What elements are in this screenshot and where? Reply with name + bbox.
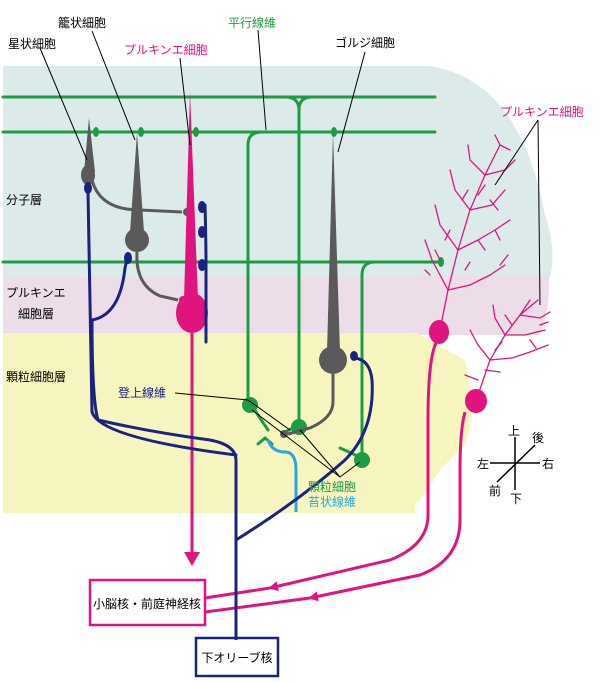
climbing-fiber-synapses [84,182,358,361]
label-purkinje-layer-line2: 細胞層 [18,307,54,321]
climbing-fiber-on-purkinje [203,203,208,344]
purkinje-side-axon-2-continue [204,596,311,614]
compass-labels: 上 後 左 右 前 下 [477,424,554,506]
pointer-golgi [337,51,366,153]
molecular-layer [3,66,415,278]
golgi-cell-dendrite [327,133,340,352]
purkinje-cell-layer [3,278,415,333]
compass-up: 上 [508,424,520,438]
pointer-purkinje-right-a [494,119,539,186]
purkinje-side-axons [204,342,467,614]
interneurons [81,118,347,438]
compass-diagonal [496,444,536,483]
climbing-fiber-purkinje-branch [90,318,238,652]
granule-axon-b-to-pf [260,95,301,112]
stellate-cell-body [81,165,95,185]
label-granular-layer: 顆粒細胞層 [6,369,66,384]
golgi-cell-body [319,346,347,374]
label-granule-cell: 顆粒細胞 [308,479,356,494]
compass-front: 前 [489,483,501,498]
compass-back: 後 [532,431,544,445]
pointer-climbing-fiber [174,392,291,431]
compass-right: 右 [542,456,554,471]
cerebellar-nuclei-rect [88,578,207,627]
purkinje-tree-lower [464,299,551,396]
label-molecular-layer: 分子層 [6,193,42,207]
pointer-purkinje-top [179,57,191,146]
labels: 星状細胞 籠状細胞 プルキンエ細胞 平行線維 ゴルジ細胞 プルキンエ細胞 分子層… [6,15,584,509]
label-parallel-fiber: 平行線維 [228,15,276,30]
granule-cell-a [242,397,258,413]
granule-axon-c [360,260,377,460]
pointer-lines [39,29,541,478]
pointer-granule-a [251,409,341,478]
pointer-granule-b [299,429,341,478]
purkinje-side-axon-1 [268,342,438,592]
pointer-stellate [39,47,88,161]
granule-cell-c [354,452,370,468]
label-stellate-cell: 星状細胞 [8,37,56,51]
purkinje-cell-front [176,92,208,566]
purkinje-soma [176,293,208,333]
granule-axon-a [246,130,264,402]
label-basket-cell: 籠状細胞 [58,15,106,30]
basket-cell-body [125,228,149,252]
inferior-olive-label: 下オリーブ核 [201,650,272,665]
label-purkinje-cell-top: プルキンエ細胞 [124,43,208,57]
inferior-olive-box: 下オリーブ核 [194,636,280,678]
purkinje-cells-side [424,134,551,413]
purkinje-dendrite [184,92,198,300]
mossy-fiber [266,439,298,512]
label-climbing-fiber: 登上線維 [118,385,166,400]
pointer-granule-c [339,461,361,478]
cerebellar-nuclei-label: 小脳核・前庭神経核 [93,596,201,611]
basket-cell-dendrite [130,133,144,232]
compass-left: 左 [477,456,489,471]
climbing-fiber-to-stellate [86,190,238,457]
climbing-fibers [86,190,374,652]
pointer-basket [91,30,136,141]
label-purkinje-cell-right: プルキンエ細胞 [500,105,584,119]
golgi-cell-axon [287,374,335,436]
pointer-parallel-fiber [257,29,267,131]
climbing-fiber-basket-loop [90,253,130,322]
purkinje-axon-arrow [184,552,200,566]
orientation-compass [490,437,540,490]
basket-cell-axon [135,251,179,302]
pointer-purkinje-right-b [537,119,541,306]
cerebellar-nuclei-box: 小脳核・前庭神経核 [88,578,207,627]
label-purkinje-layer-line1: プルキンエ [6,286,66,300]
purkinje-side-axon-2 [308,411,467,602]
purkinje-tree-upper [424,134,516,331]
label-golgi-cell: ゴルジ細胞 [335,35,395,50]
purkinje-soma-upper [429,320,449,344]
purkinje-soma-lower [465,389,487,413]
climbing-fiber-main [234,356,374,542]
label-mossy-fiber: 苔状線維 [308,494,356,509]
compass-down: 下 [510,492,522,506]
